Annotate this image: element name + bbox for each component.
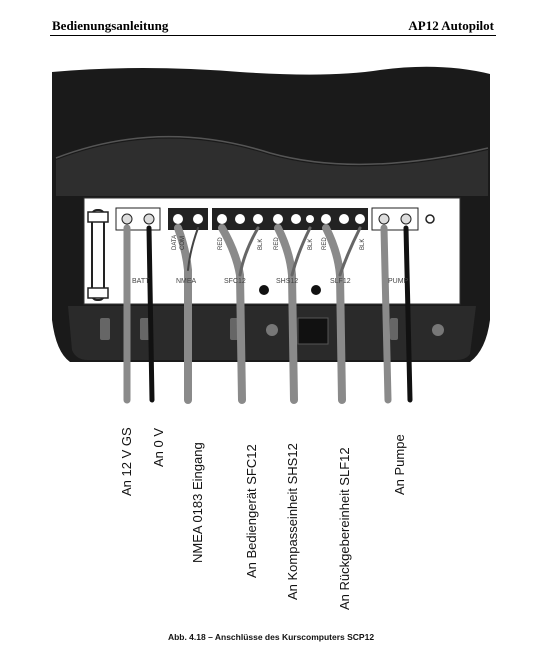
terminal-label-sfc12: SFC12	[224, 278, 246, 285]
connection-label-pump: An Pumpe	[392, 434, 407, 495]
wiring-diagram: DATA COM RED BLK RED BLK RED BLK BATT NM…	[52, 66, 490, 610]
terminal-block-shs12	[268, 208, 316, 230]
connection-label-0v: An 0 V	[151, 428, 166, 467]
wire-label-red-shs: RED	[274, 237, 280, 250]
wires	[123, 224, 413, 404]
socket-sfc12	[259, 285, 269, 295]
figure-caption: Abb. 4.18 – Anschlüsse des Kurscomputers…	[167, 632, 375, 642]
terminal-block-pump	[371, 207, 435, 231]
header-title-right: AP12 Autopilot	[408, 18, 494, 33]
terminal-block-sfc12	[212, 208, 268, 230]
terminal-label-pump: PUMP	[388, 278, 409, 285]
connection-label-shs12: An Kompasseinheit SHS12	[285, 443, 300, 600]
connection-label-12v: An 12 V GS	[119, 427, 134, 496]
wire-label-blk-shs: BLK	[308, 239, 314, 250]
connection-label-slf12: An Rückgebereinheit SLF12	[337, 447, 352, 610]
wire-label-red-sfc: RED	[218, 237, 224, 250]
header-title-left: Bedienungsanleitung	[52, 18, 169, 33]
wire-label-data: DATA	[172, 235, 178, 250]
terminal-label-batt: BATT	[132, 278, 150, 285]
wire-label-red-slf: RED	[322, 237, 328, 250]
wire-label-blk-slf: BLK	[360, 239, 366, 250]
terminal-label-slf12: SLF12	[330, 278, 351, 285]
terminal-block-nmea	[168, 208, 208, 230]
wire-label-blk-sfc: BLK	[258, 239, 264, 250]
wire-label-com: COM	[180, 236, 186, 250]
socket-shs12	[311, 285, 321, 295]
fuse-holder	[87, 209, 109, 301]
terminal-block-batt	[115, 207, 161, 231]
terminal-label-nmea: NMEA	[176, 278, 197, 285]
header-rule	[50, 35, 496, 36]
terminal-label-shs12: SHS12	[276, 278, 298, 285]
connection-label-sfc12: An Bediengerät SFC12	[244, 444, 259, 578]
connection-label-nmea: NMEA 0183 Eingang	[190, 442, 205, 563]
terminal-block-slf12	[316, 208, 368, 230]
